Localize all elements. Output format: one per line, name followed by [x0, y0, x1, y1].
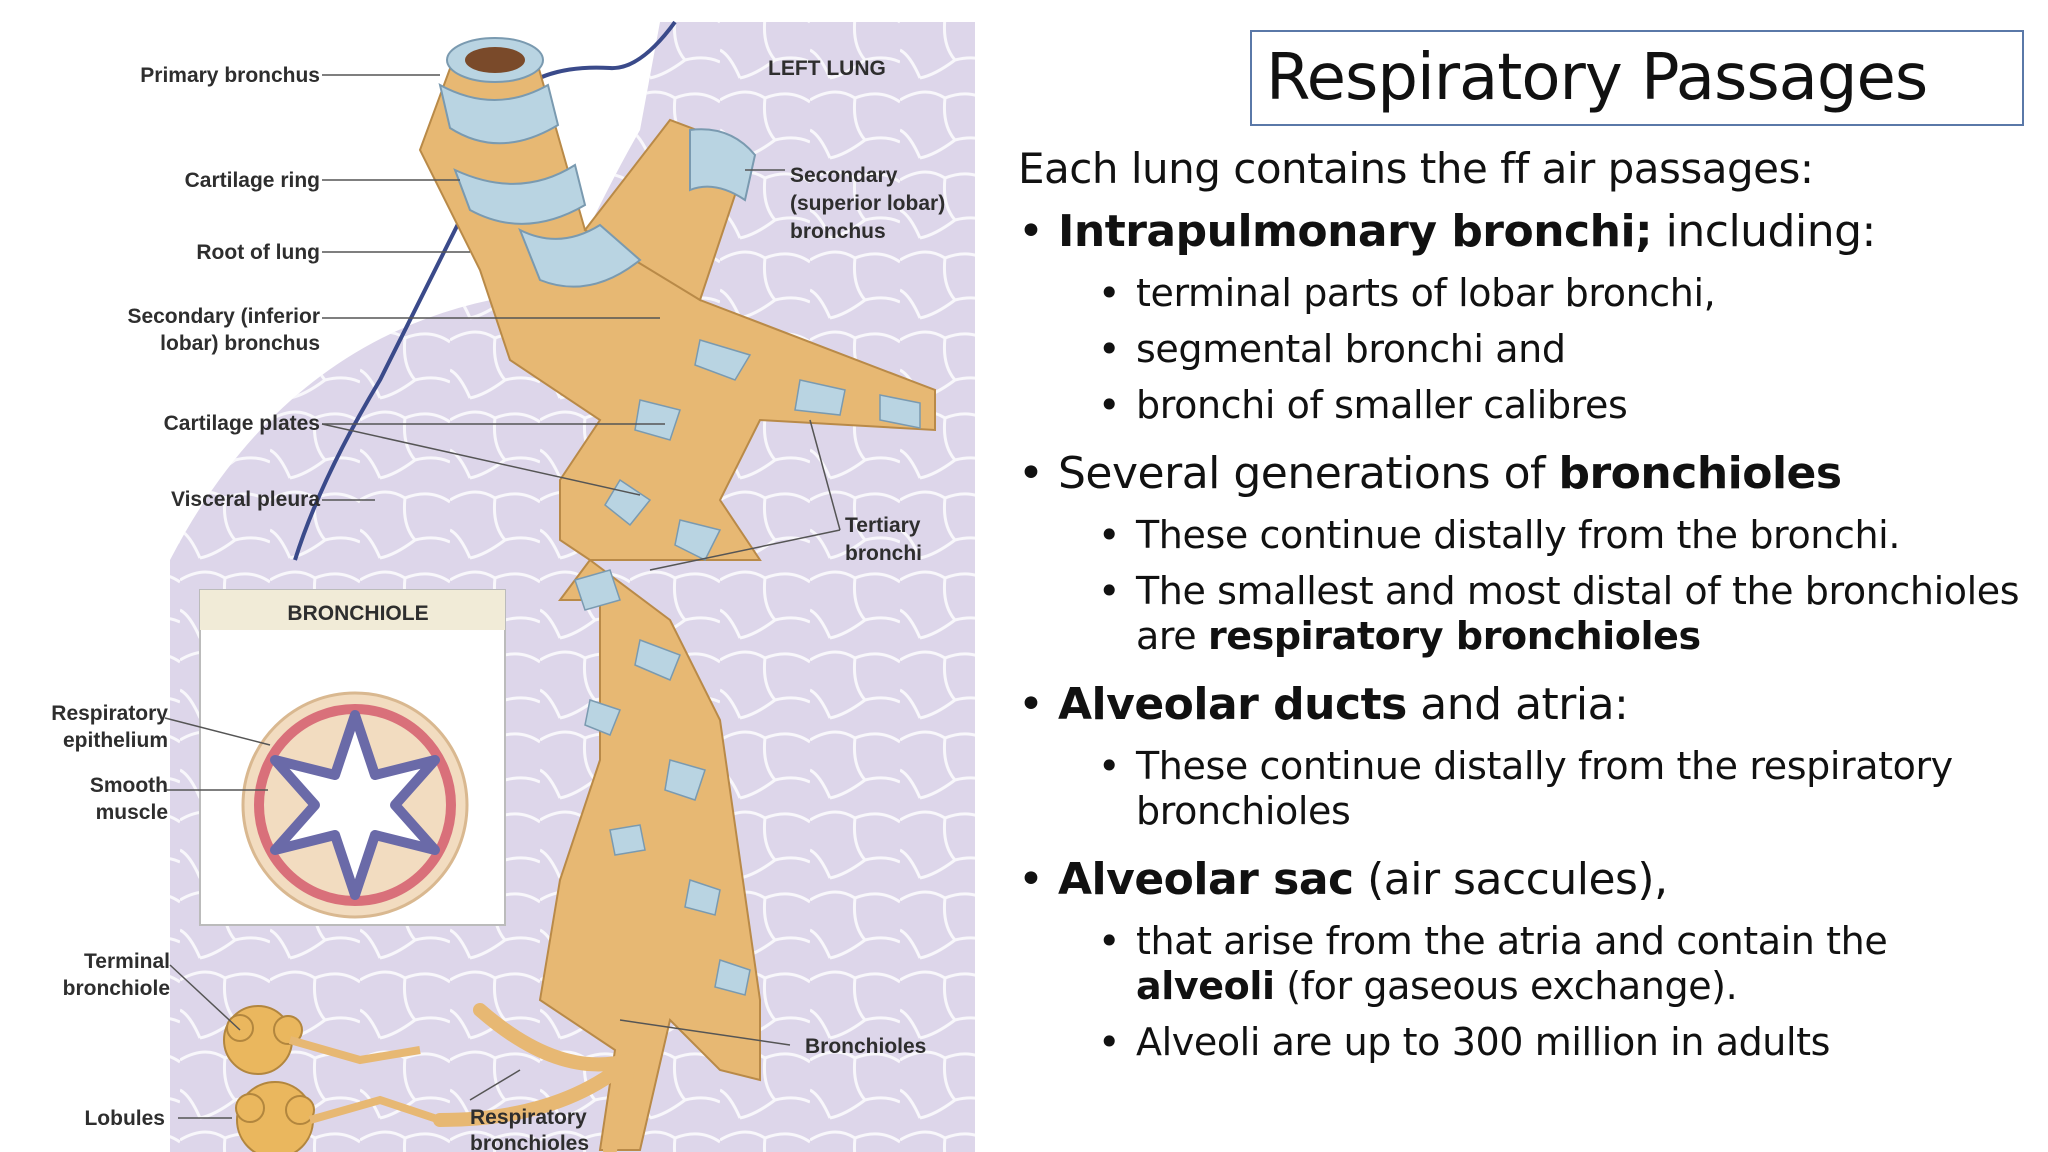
bullet-alveolar-sac: Alveolar sac (air saccules), [1018, 852, 2028, 908]
label-secondary-superior-1: Secondary [790, 164, 898, 187]
bullet-alveolar-ducts: Alveolar ducts and atria: [1018, 677, 2028, 733]
airway-tree [418, 37, 936, 1152]
sub-bullet: that arise from the atria and contain th… [1018, 919, 2028, 1009]
sub-bullet-rest: (for gaseous exchange). [1274, 964, 1738, 1008]
bullet-rest: and atria: [1406, 679, 1629, 730]
bronchial-tree-illustration: Primary bronchus Cartilage ring Root of … [51, 20, 990, 1152]
sub-bullet: These continue distally from the respira… [1018, 744, 2028, 834]
label-respiratory-bronchioles-2: bronchioles [470, 1132, 589, 1152]
bullet-bronchioles: Several generations of bronchioles [1018, 446, 2028, 502]
sub-bullet-bold: alveoli [1136, 964, 1275, 1008]
sub-bullet: bronchi of smaller calibres [1018, 383, 2028, 428]
label-secondary-superior-2: (superior lobar) [790, 192, 945, 215]
label-respiratory-epithelium-1: Respiratory [51, 702, 168, 725]
label-left-lung: LEFT LUNG [768, 57, 886, 80]
label-respiratory-epithelium-2: epithelium [63, 729, 168, 752]
slide-title: Respiratory Passages [1266, 41, 1928, 115]
title-box: Respiratory Passages [1250, 30, 2024, 126]
sub-bullet: These continue distally from the bronchi… [1018, 513, 2028, 558]
label-smooth-muscle-1: Smooth [90, 774, 168, 797]
label-cartilage-plates: Cartilage plates [164, 412, 320, 435]
bullet-intrapulmonary-bronchi: Intrapulmonary bronchi; including: [1018, 204, 2028, 260]
sub-bullet-bold: respiratory bronchioles [1207, 614, 1701, 658]
label-secondary-inferior-2: lobar) bronchus [160, 332, 320, 355]
label-bronchiole-box: BRONCHIOLE [287, 602, 428, 625]
label-smooth-muscle-2: muscle [96, 801, 168, 824]
label-secondary-superior-3: bronchus [790, 220, 886, 243]
sub-bullet: Alveoli are up to 300 million in adults [1018, 1020, 2028, 1065]
label-primary-bronchus: Primary bronchus [140, 64, 320, 87]
leader-lines [164, 74, 841, 1119]
bullet-bold: Alveolar ducts [1058, 679, 1407, 730]
label-terminal-bronchiole-1: Terminal [84, 950, 170, 973]
sub-bullet: terminal parts of lobar bronchi, [1018, 271, 2028, 316]
label-visceral-pleura: Visceral pleura [171, 488, 320, 511]
label-root-of-lung: Root of lung [196, 241, 320, 264]
bullet-bold: Alveolar sac [1058, 854, 1354, 905]
sub-bullet: segmental bronchi and [1018, 327, 2028, 372]
bullet-rest: including: [1652, 206, 1877, 257]
bronchiole-inset [199, 589, 506, 926]
label-terminal-bronchiole-2: bronchiole [63, 977, 170, 1000]
sub-bullet: The smallest and most distal of the bron… [1018, 569, 2028, 659]
sub-bullet-text: that arise from the atria and contain th… [1136, 919, 1888, 963]
lobule-clusters [223, 1005, 315, 1152]
bullet-bold: Intrapulmonary bronchi; [1058, 206, 1653, 257]
label-tertiary-2: bronchi [845, 542, 922, 565]
label-tertiary-1: Tertiary [845, 514, 921, 537]
label-cartilage-ring: Cartilage ring [185, 169, 320, 192]
bullet-rest: (air saccules), [1353, 854, 1668, 905]
bullet-bold: bronchioles [1558, 448, 1842, 499]
label-respiratory-bronchioles-1: Respiratory [470, 1106, 587, 1129]
bullet-pre: Several generations of [1058, 448, 1559, 499]
label-secondary-inferior-1: Secondary (inferior [127, 305, 320, 328]
slide-body: Each lung contains the ff air passages: … [1018, 140, 2028, 1065]
sub-bullet-text: The smallest and most distal of the bron… [1136, 569, 2020, 658]
intro-text: Each lung contains the ff air passages: [1018, 144, 1814, 193]
label-lobules: Lobules [84, 1107, 165, 1130]
label-bronchioles: Bronchioles [805, 1035, 926, 1058]
